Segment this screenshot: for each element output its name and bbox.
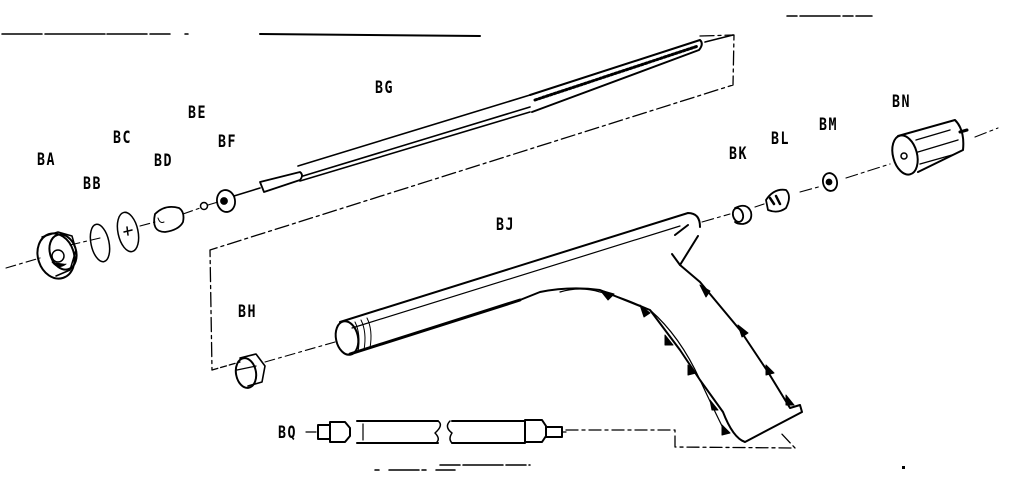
- label-bc: BC: [113, 128, 133, 148]
- part-bl-fitting: [765, 188, 790, 213]
- part-bg-rod: [233, 34, 734, 197]
- bh-axis: [264, 341, 336, 363]
- bg-bracket: [209, 34, 735, 371]
- part-ba-nut: [36, 231, 78, 280]
- rear-axis: [701, 127, 999, 223]
- part-be-ball: [199, 201, 209, 211]
- label-bn: BN: [892, 92, 912, 112]
- part-bn-knob: [891, 119, 969, 176]
- label-bk: BK: [729, 144, 749, 164]
- part-bd-nozzle: [153, 205, 185, 233]
- label-bb: BB: [83, 174, 103, 194]
- part-bk-cone: [731, 204, 753, 225]
- speck: [902, 466, 905, 469]
- label-bm: BM: [819, 115, 839, 135]
- label-ba: BA: [37, 150, 57, 170]
- part-bc-washer: [116, 211, 140, 253]
- label-bl: BL: [771, 129, 791, 149]
- label-bd: BD: [154, 151, 174, 171]
- label-be: BE: [188, 103, 208, 123]
- part-bm-nut: [822, 172, 838, 192]
- bq-bracket: [565, 429, 796, 449]
- part-bf-seat: [216, 189, 236, 213]
- label-bj: BJ: [496, 215, 516, 235]
- label-bf: BF: [218, 132, 238, 152]
- part-bj-gun-body: [334, 212, 803, 443]
- label-bh: BH: [238, 302, 258, 322]
- part-bh-ferrule: [234, 353, 266, 389]
- label-bg: BG: [375, 78, 395, 98]
- label-bq: BQ: [278, 423, 298, 443]
- part-bq-hose: [305, 419, 567, 444]
- part-bb-washer: [89, 223, 111, 263]
- header-rules: [1, 15, 873, 471]
